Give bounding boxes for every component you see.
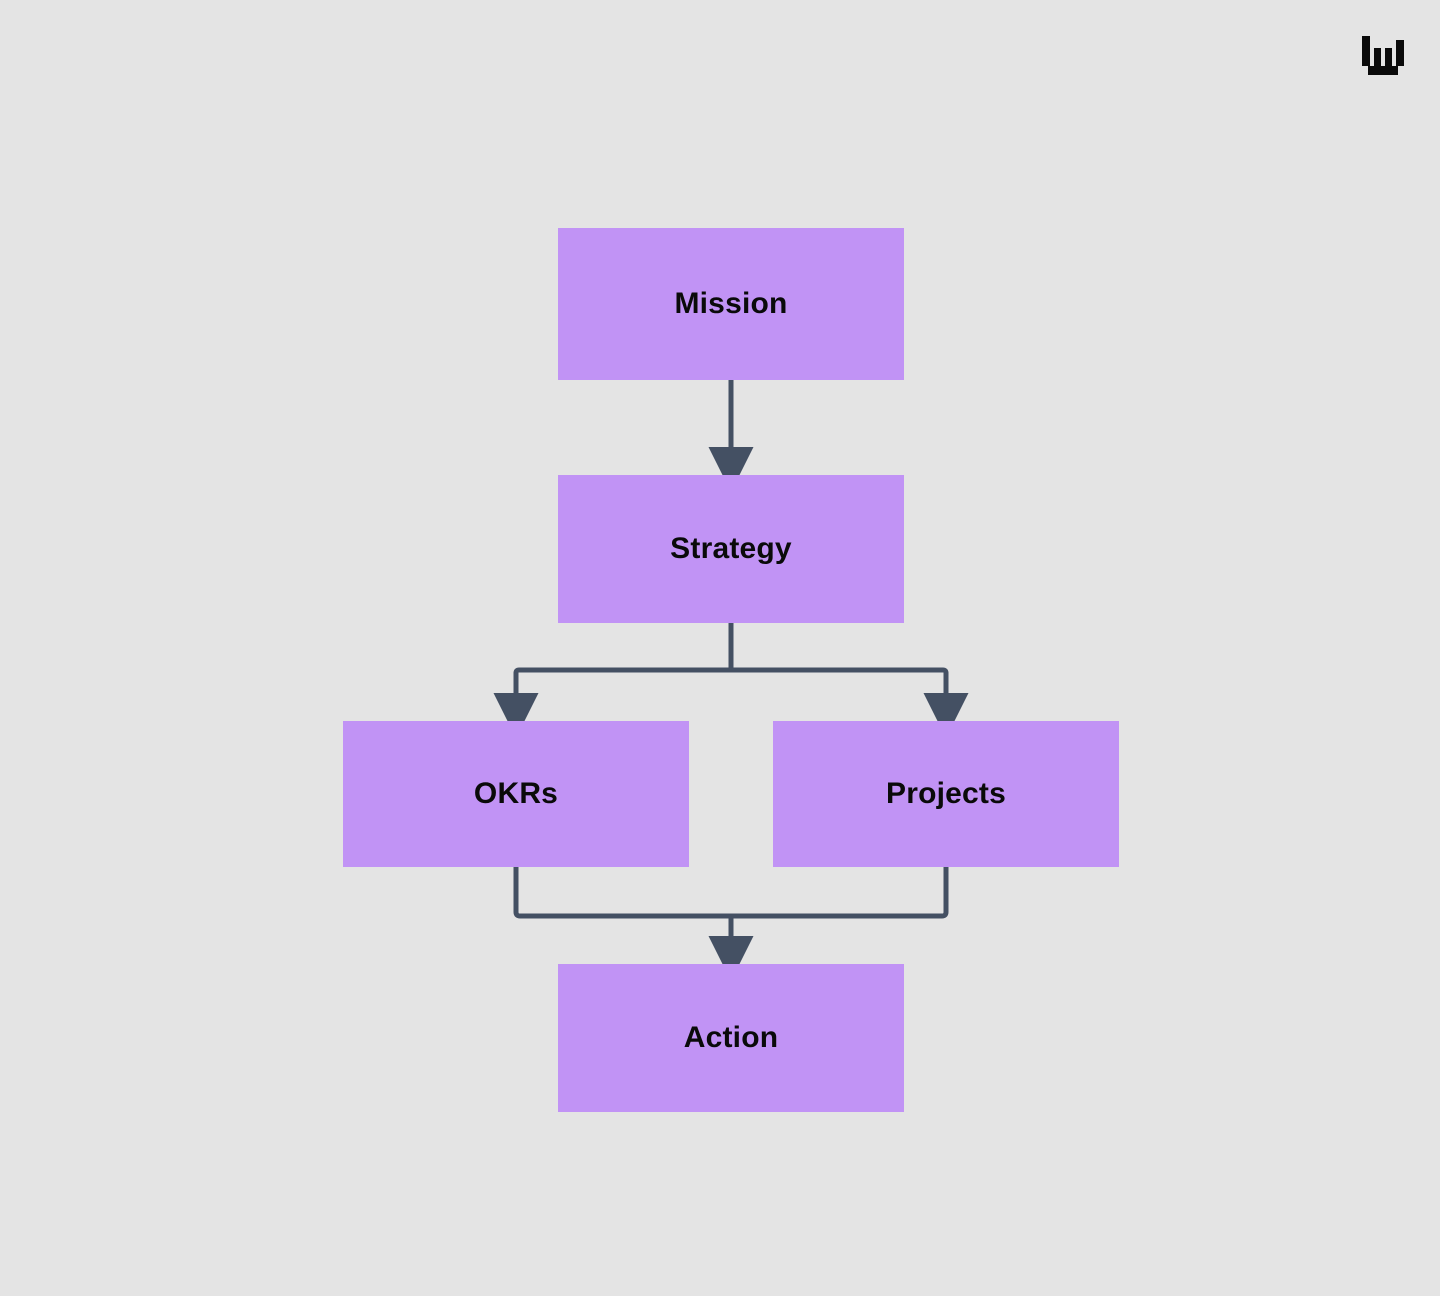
edge-strategy-projects [731, 667, 969, 738]
node-okrs[interactable]: OKRs [343, 721, 689, 867]
node-strategy-label: Strategy [670, 532, 792, 565]
node-action[interactable]: Action [558, 964, 904, 1112]
bar-chart-logo [1360, 32, 1408, 80]
node-action-label: Action [683, 1021, 779, 1054]
node-mission-label: Mission [674, 287, 788, 320]
node-projects[interactable]: Projects [773, 721, 1119, 867]
edge-projects-bus [731, 867, 949, 919]
edge-strategy-okrs [493, 667, 731, 738]
node-okrs-label: OKRs [473, 777, 559, 810]
node-mission[interactable]: Mission [558, 228, 904, 380]
node-strategy[interactable]: Strategy [558, 475, 904, 623]
node-projects-label: Projects [886, 777, 1006, 810]
edge-okrs-bus [513, 867, 731, 919]
